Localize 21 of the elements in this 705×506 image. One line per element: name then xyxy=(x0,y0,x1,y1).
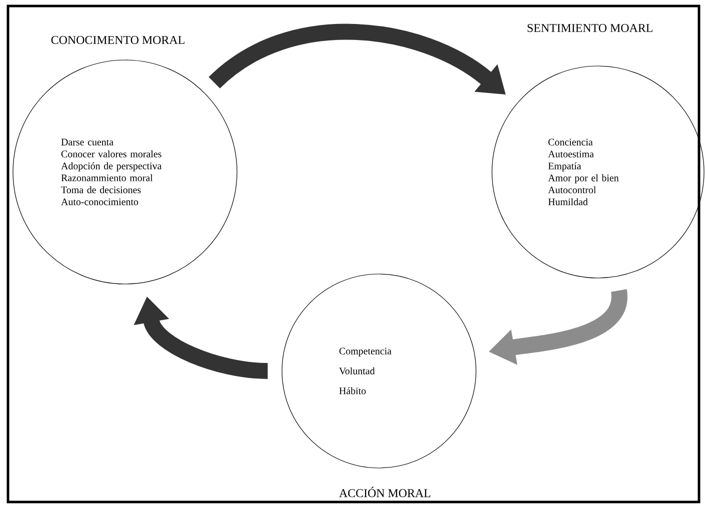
node-label: Toma de decisiones xyxy=(61,186,141,194)
heading: SENTIMIENTO MOARL xyxy=(528,24,652,32)
circle xyxy=(282,274,476,468)
item-list: Darse cuenta Conocer valores morales Adopción de perspectiva Razonammiento moral Toma de decisiones Auto-conocimiento xyxy=(61,138,162,206)
node-label: Autoestima xyxy=(548,150,594,158)
node-label: Darse cuenta xyxy=(61,138,114,146)
node-label: Conocer valores morales xyxy=(61,150,162,158)
item-list: Conciencia Autoestima Empatía Amor por el bien Autocontrol Humildad xyxy=(548,138,619,206)
node-label: Empatía xyxy=(548,162,582,172)
node-label: Conciencia xyxy=(548,138,593,146)
circle xyxy=(12,60,238,284)
circle xyxy=(492,66,704,278)
node-label: Amor por el bien xyxy=(548,174,619,184)
item-list: Competencia Voluntad Hábito xyxy=(339,348,392,394)
heading: CONOCIMENTO MORAL xyxy=(51,36,184,44)
heading: ACCIÓN MORAL xyxy=(339,486,430,498)
node-label: Auto-conocimiento xyxy=(61,198,138,206)
node-label: Adopción de perspectiva xyxy=(61,162,162,172)
node-label: Autocontrol xyxy=(548,186,596,194)
node-label: Razonammiento moral xyxy=(61,174,153,182)
node-label: Humildad xyxy=(548,198,588,206)
